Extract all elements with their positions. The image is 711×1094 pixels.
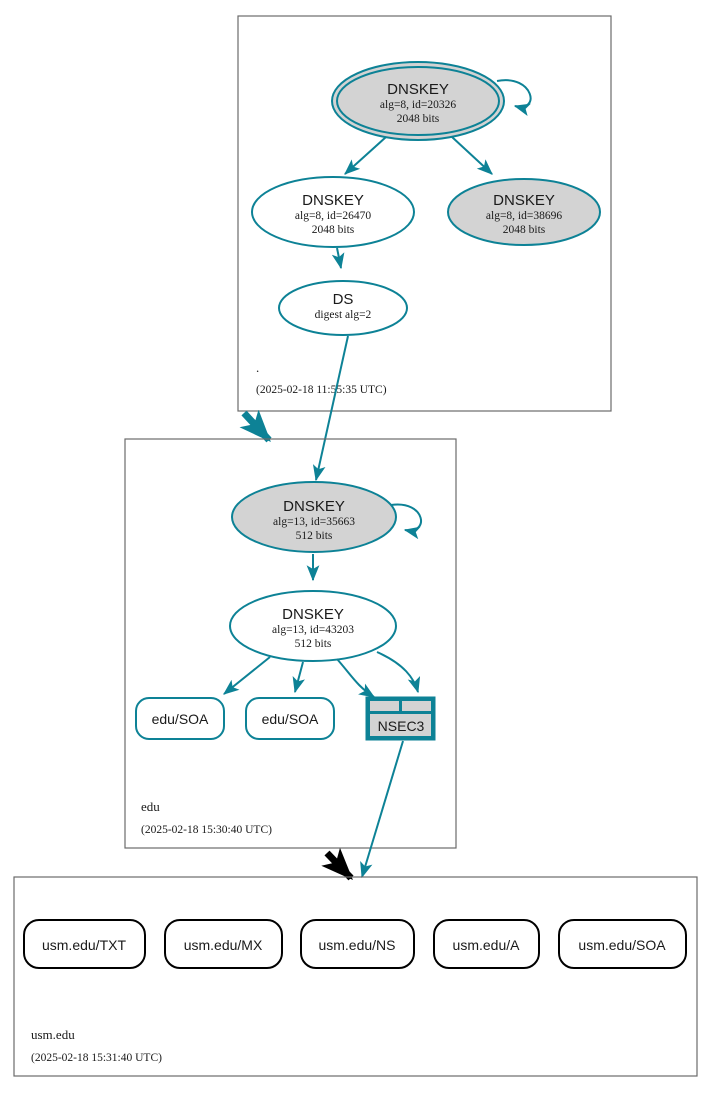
node-root-dnskey-38696[interactable]: DNSKEY alg=8, id=38696 2048 bits [447, 178, 601, 246]
rrset-label: edu/SOA [262, 711, 319, 727]
rrset-label: usm.edu/NS [318, 937, 395, 953]
rrset-label: usm.edu/MX [184, 937, 263, 953]
rrset-usm-ns[interactable]: usm.edu/NS [300, 919, 415, 969]
node-ellipse [231, 481, 397, 553]
edge-root-zsk-to-ds [331, 247, 345, 270]
nsec3-label-cell [368, 712, 433, 738]
zone-edu-timestamp: (2025-02-18 15:30:40 UTC) [141, 824, 272, 836]
node-title: DNSKEY [283, 498, 345, 515]
node-title: DNSKEY [493, 192, 555, 209]
node-size: 2048 bits [397, 113, 440, 125]
node-ellipse-inner [336, 66, 500, 136]
edge-root-ds-to-edu-ksk [312, 335, 349, 482]
rrset-usm-a[interactable]: usm.edu/A [433, 919, 540, 969]
zone-root-border [237, 15, 612, 412]
node-edu-dnskey-35663[interactable]: DNSKEY alg=13, id=35663 512 bits [231, 481, 422, 553]
edge-edu-zsk-to-nsec3-cell-1 [336, 658, 376, 698]
node-detail: alg=8, id=26470 [295, 210, 371, 222]
node-root-dnskey-26470[interactable]: DNSKEY alg=8, id=26470 2048 bits [251, 176, 415, 248]
rrset-box [135, 697, 225, 740]
zone-usm-label: usm.edu [31, 1027, 75, 1042]
zone-usm-edu: usm.edu/TXT usm.edu/MX usm.edu/NS usm.ed… [13, 876, 698, 1077]
node-title: DNSKEY [282, 606, 344, 623]
node-size: 2048 bits [503, 224, 546, 236]
node-edu-dnskey-43203[interactable]: DNSKEY alg=13, id=43203 512 bits [229, 590, 397, 662]
node-size: 512 bits [296, 530, 333, 542]
node-title: DS [333, 291, 354, 308]
node-root-ds[interactable]: DS digest alg=2 [278, 280, 408, 336]
rrset-box [23, 919, 146, 969]
rrset-box [433, 919, 540, 969]
node-root-dnskey-20326[interactable]: DNSKEY alg=8, id=20326 2048 bits [331, 61, 532, 141]
zone-root-label: . [256, 360, 259, 375]
rrset-label: usm.edu/A [453, 937, 521, 953]
node-detail: alg=13, id=43203 [272, 624, 354, 636]
self-loop-edge-edu-ksk [390, 503, 422, 540]
zone-usm-timestamp: (2025-02-18 15:31:40 UTC) [31, 1052, 162, 1064]
node-size: 2048 bits [312, 224, 355, 236]
rrset-box [164, 919, 283, 969]
zone-edu: DNSKEY alg=13, id=35663 512 bits DNSKEY … [124, 438, 457, 849]
edge-edu-zsk-to-soa-1 [223, 656, 271, 695]
rrset-box [300, 919, 415, 969]
node-size: 512 bits [295, 638, 332, 650]
rrset-usm-txt[interactable]: usm.edu/TXT [23, 919, 146, 969]
nsec3-label: NSEC3 [378, 718, 425, 734]
node-detail: alg=8, id=20326 [380, 99, 456, 111]
rrset-label: usm.edu/TXT [42, 937, 126, 953]
nsec3-outer-border [365, 696, 436, 741]
zone-root: DNSKEY alg=8, id=20326 2048 bits DNSKEY … [237, 15, 612, 412]
rrset-box [558, 919, 687, 969]
rrset-usm-soa[interactable]: usm.edu/SOA [558, 919, 687, 969]
node-title: DNSKEY [387, 81, 449, 98]
node-detail: alg=13, id=35663 [273, 516, 355, 528]
edge-root-ksk-to-zsk-26470 [344, 136, 387, 175]
zone-usm-border [13, 876, 698, 1077]
rrset-edu-soa-2[interactable]: edu/SOA [245, 697, 335, 740]
rrset-label: edu/SOA [152, 711, 209, 727]
node-detail: alg=8, id=38696 [486, 210, 562, 222]
edge-root-ksk-to-zsk-38696 [451, 136, 493, 175]
rrset-edu-nsec3[interactable]: NSEC3 [365, 696, 436, 741]
zone-root-timestamp: (2025-02-18 11:55:35 UTC) [256, 384, 387, 396]
nsec3-cell-1 [368, 699, 401, 713]
node-ellipse [278, 280, 408, 336]
node-ellipse [229, 590, 397, 662]
zone-edu-label: edu [141, 799, 160, 814]
nsec3-cell-2 [400, 699, 433, 713]
rrset-box [245, 697, 335, 740]
rrset-label: usm.edu/SOA [578, 937, 666, 953]
edge-edu-zsk-to-soa-2 [292, 661, 305, 694]
edge-edu-nsec3-to-usm [360, 740, 404, 879]
node-title: DNSKEY [302, 192, 364, 209]
zone-edu-border [124, 438, 457, 849]
node-ellipse [251, 176, 415, 248]
delegation-edge-edu-to-usm [321, 847, 354, 881]
node-detail: digest alg=2 [315, 309, 372, 321]
node-ellipse [447, 178, 601, 246]
delegation-edge-root-to-edu [239, 409, 272, 443]
self-loop-edge-root-ksk [496, 79, 532, 117]
rrset-usm-mx[interactable]: usm.edu/MX [164, 919, 283, 969]
edge-edu-zsk-to-nsec3-cell-2 [376, 651, 421, 694]
rrset-edu-soa-1[interactable]: edu/SOA [135, 697, 225, 740]
